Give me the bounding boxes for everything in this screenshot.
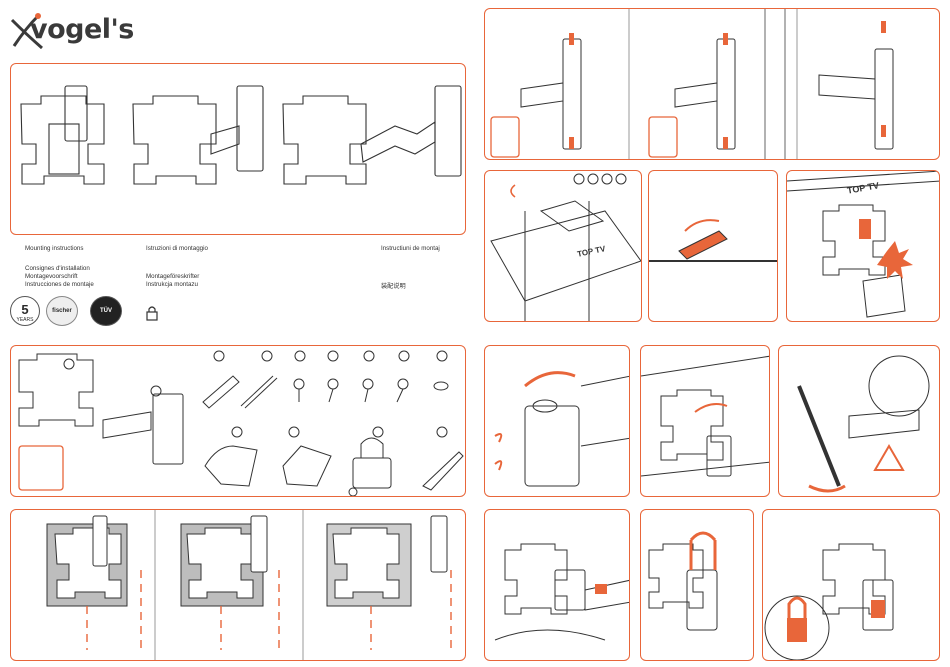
tuv-badge: TÜV (90, 296, 122, 326)
bracket-attach-panel: TOP TV (484, 170, 642, 322)
tv-hang-panel (640, 345, 770, 497)
lang-zh: 装配说明 (381, 281, 406, 290)
lang-fr: Consignes d'installation (25, 265, 90, 272)
tilt-warning-panel (778, 345, 940, 497)
lang-nl: Montagevoorschrift (25, 273, 78, 280)
arm-lock-panel (484, 345, 630, 497)
tv-mount-top-illustration (787, 171, 940, 322)
warning-triangle-icon (875, 446, 903, 470)
warranty-badge: 5 YEARS (10, 296, 40, 326)
cable-routing-panel (484, 509, 630, 661)
brand-name: vogel's (30, 14, 134, 45)
tv-hang-illustration (641, 346, 770, 497)
lock-insert-illustration (641, 510, 754, 661)
fischer-label: fischer (47, 308, 77, 314)
arm-lock-illustration (485, 346, 630, 497)
wall-mount-steps-panel (10, 509, 466, 661)
lang-it: Istruzioni di montaggio (146, 245, 208, 252)
brand-logo: vogel's (8, 10, 138, 50)
lang-sv: Montageföreskrifter (146, 273, 199, 280)
lang-pl: Instrukcja montazu (146, 281, 198, 288)
padlock-icon (146, 306, 158, 320)
tilt-warning-illustration (779, 346, 940, 497)
cable-routing-illustration (485, 510, 630, 661)
tool-step-illustration (649, 171, 778, 322)
warranty-years: 5 (11, 303, 39, 317)
padlock-step-panel (762, 509, 940, 661)
padlock-step-illustration (763, 510, 940, 661)
lang-en: Mounting instructions (25, 245, 83, 252)
wall-mount-steps-illustration (11, 510, 466, 661)
drilling-steps-illustration (485, 9, 940, 160)
lock-insert-panel (640, 509, 754, 661)
tool-step-panel (648, 170, 778, 322)
lang-es: Instrucciones de montaje (25, 281, 94, 288)
product-variants-illustration (11, 64, 466, 235)
product-overview-panel (10, 63, 466, 235)
parts-panel (10, 345, 466, 497)
drilling-steps-panel (484, 8, 940, 160)
lang-ro: Instructiuni de montaj (381, 245, 440, 252)
bracket-attach-illustration (485, 171, 642, 322)
parts-illustration (11, 346, 466, 497)
tuv-label: TÜV (91, 308, 121, 314)
warranty-label: YEARS (17, 317, 34, 323)
tv-mount-top-panel: TOP TV (786, 170, 940, 322)
fischer-badge: fischer (46, 296, 78, 326)
